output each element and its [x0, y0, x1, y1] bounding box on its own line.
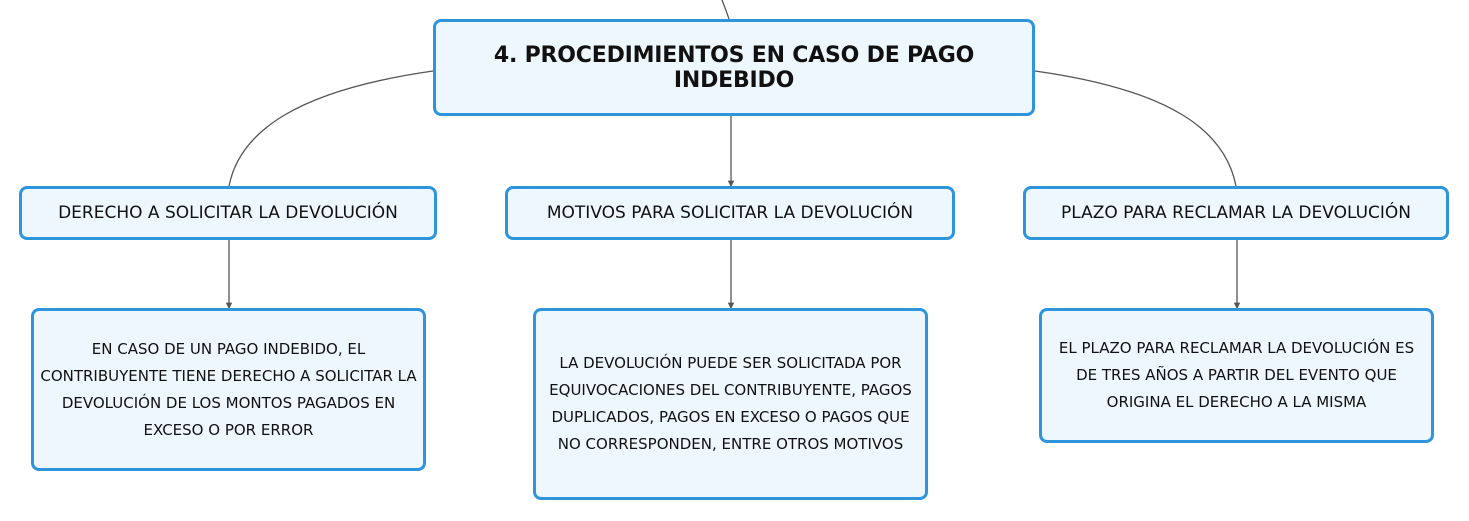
branch-node-plazo[interactable]: PLAZO PARA RECLAMAR LA DEVOLUCIÓN: [1023, 186, 1449, 240]
detail-text: EL PLAZO PARA RECLAMAR LA DEVOLUCIÓN ES …: [1058, 339, 1415, 411]
root-topic-label: 4. PROCEDIMIENTOS EN CASO DE PAGO INDEBI…: [493, 42, 975, 93]
detail-node-motivos[interactable]: LA DEVOLUCIÓN PUEDE SER SOLICITADA POR E…: [533, 308, 928, 500]
connector-root-to-branch-1: [228, 70, 434, 187]
detail-node-derecho[interactable]: EN CASO DE UN PAGO INDEBIDO, EL CONTRIBU…: [31, 308, 426, 471]
detail-node-plazo[interactable]: EL PLAZO PARA RECLAMAR LA DEVOLUCIÓN ES …: [1039, 308, 1434, 443]
branch-node-motivos[interactable]: MOTIVOS PARA SOLICITAR LA DEVOLUCIÓN: [505, 186, 955, 240]
branch-label: PLAZO PARA RECLAMAR LA DEVOLUCIÓN: [1060, 203, 1412, 223]
connector-root-to-branch-3: [1034, 70, 1237, 187]
branch-label: MOTIVOS PARA SOLICITAR LA DEVOLUCIÓN: [546, 203, 914, 223]
root-topic-node[interactable]: 4. PROCEDIMIENTOS EN CASO DE PAGO INDEBI…: [433, 19, 1035, 116]
connector-from-parent: [721, 0, 730, 20]
branch-node-derecho[interactable]: DERECHO A SOLICITAR LA DEVOLUCIÓN: [19, 186, 437, 240]
detail-text: LA DEVOLUCIÓN PUEDE SER SOLICITADA POR E…: [549, 354, 912, 453]
branch-label: DERECHO A SOLICITAR LA DEVOLUCIÓN: [58, 203, 398, 223]
detail-text: EN CASO DE UN PAGO INDEBIDO, EL CONTRIBU…: [40, 339, 417, 439]
